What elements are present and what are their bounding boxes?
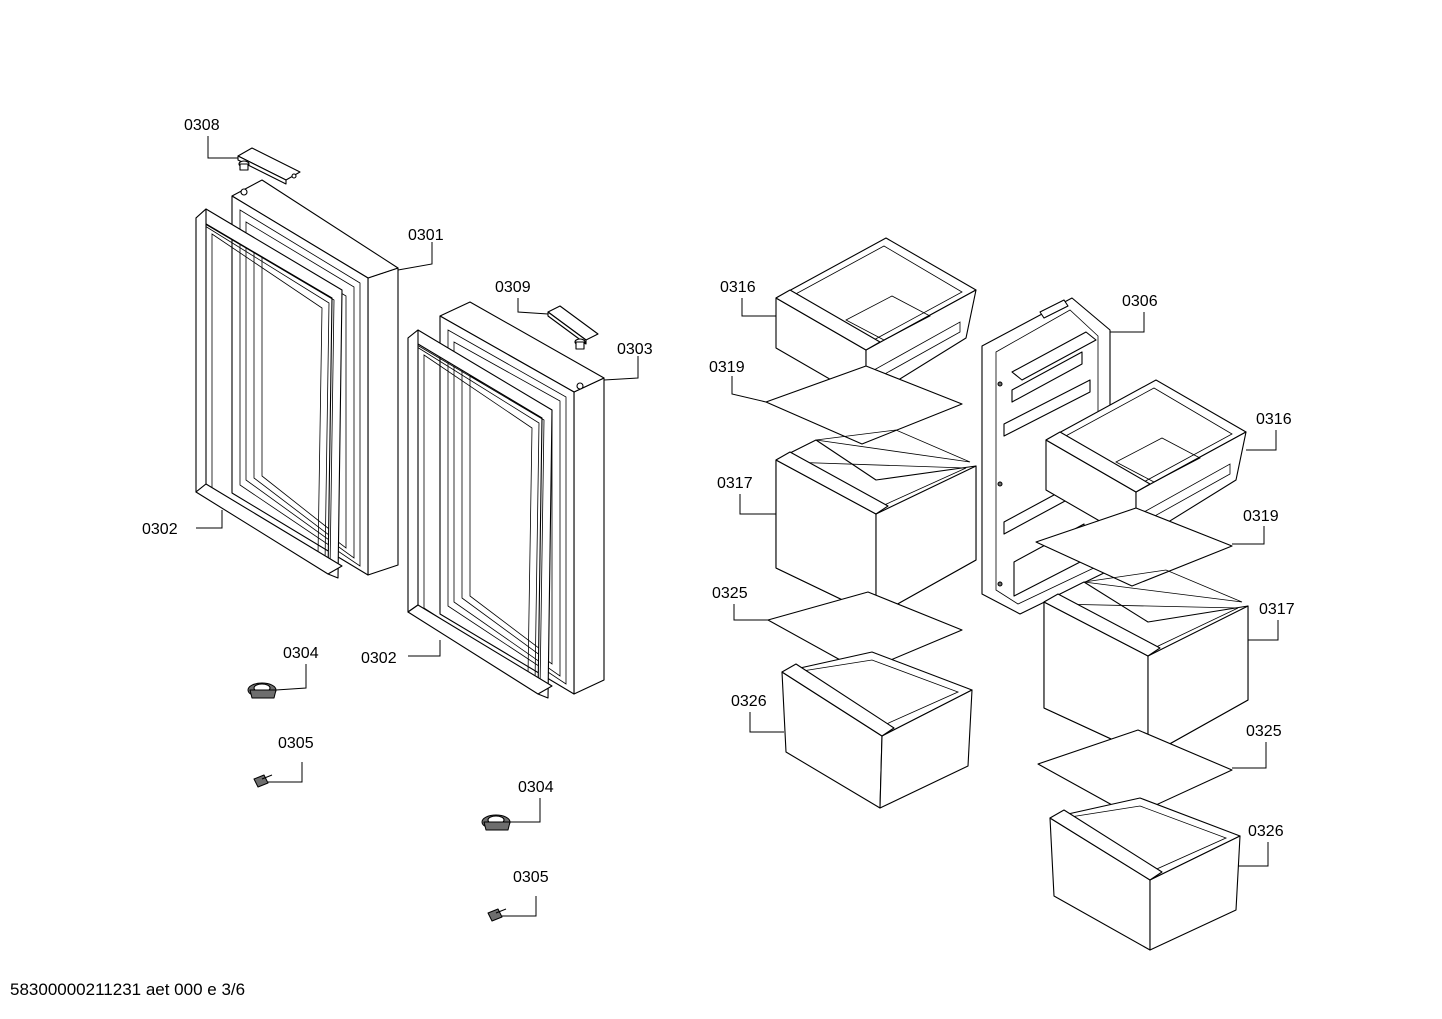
cover-right-0325 — [1037, 729, 1233, 817]
callout-0317-right: 0317 — [1259, 601, 1295, 618]
callout-0302-right: 0302 — [361, 650, 397, 667]
callout-0319-left: 0319 — [709, 359, 745, 376]
cover-left-0325 — [767, 591, 963, 673]
screw-0305-a — [253, 774, 273, 788]
callout-0309: 0309 — [495, 279, 531, 296]
callout-0305-b: 0305 — [513, 869, 549, 886]
hinge-right-0309 — [547, 305, 599, 350]
callout-0305-a: 0305 — [278, 735, 314, 752]
gasket-right-0302 — [407, 329, 553, 699]
drawer-mid-left-0317 — [775, 429, 977, 617]
callout-0304-a: 0304 — [283, 645, 319, 662]
callout-0326-left: 0326 — [731, 693, 767, 710]
callout-0308: 0308 — [184, 117, 220, 134]
leader-lines — [196, 136, 1279, 917]
hinge-left-0308 — [237, 147, 301, 185]
callout-0316-right: 0316 — [1256, 411, 1292, 428]
callout-0301: 0301 — [408, 227, 444, 244]
callout-0302-left: 0302 — [142, 521, 178, 538]
callout-0304-b: 0304 — [518, 779, 554, 796]
drawer-bottom-right-0326 — [1049, 797, 1241, 951]
callout-0303: 0303 — [617, 341, 653, 358]
screw-0305-b — [487, 908, 507, 922]
glass-top-left-0319 — [765, 365, 963, 445]
drawer-mid-right-0317 — [1043, 569, 1249, 757]
callout-0317-left: 0317 — [717, 475, 753, 492]
callout-0319-right: 0319 — [1243, 508, 1279, 525]
callout-0325-left: 0325 — [712, 585, 748, 602]
bearing-0304-a — [247, 682, 277, 699]
gasket-left-0302 — [195, 208, 343, 579]
glass-top-right-0319 — [1035, 507, 1233, 587]
footer-document-code: 58300000211231 aet 000 e 3/6 — [10, 980, 246, 999]
callout-0325-right: 0325 — [1246, 723, 1282, 740]
callout-0326-right: 0326 — [1248, 823, 1284, 840]
callout-0316-left: 0316 — [720, 279, 756, 296]
bearing-0304-b — [481, 814, 511, 831]
drawer-bottom-left-0326 — [781, 651, 973, 809]
callout-0306: 0306 — [1122, 293, 1158, 310]
